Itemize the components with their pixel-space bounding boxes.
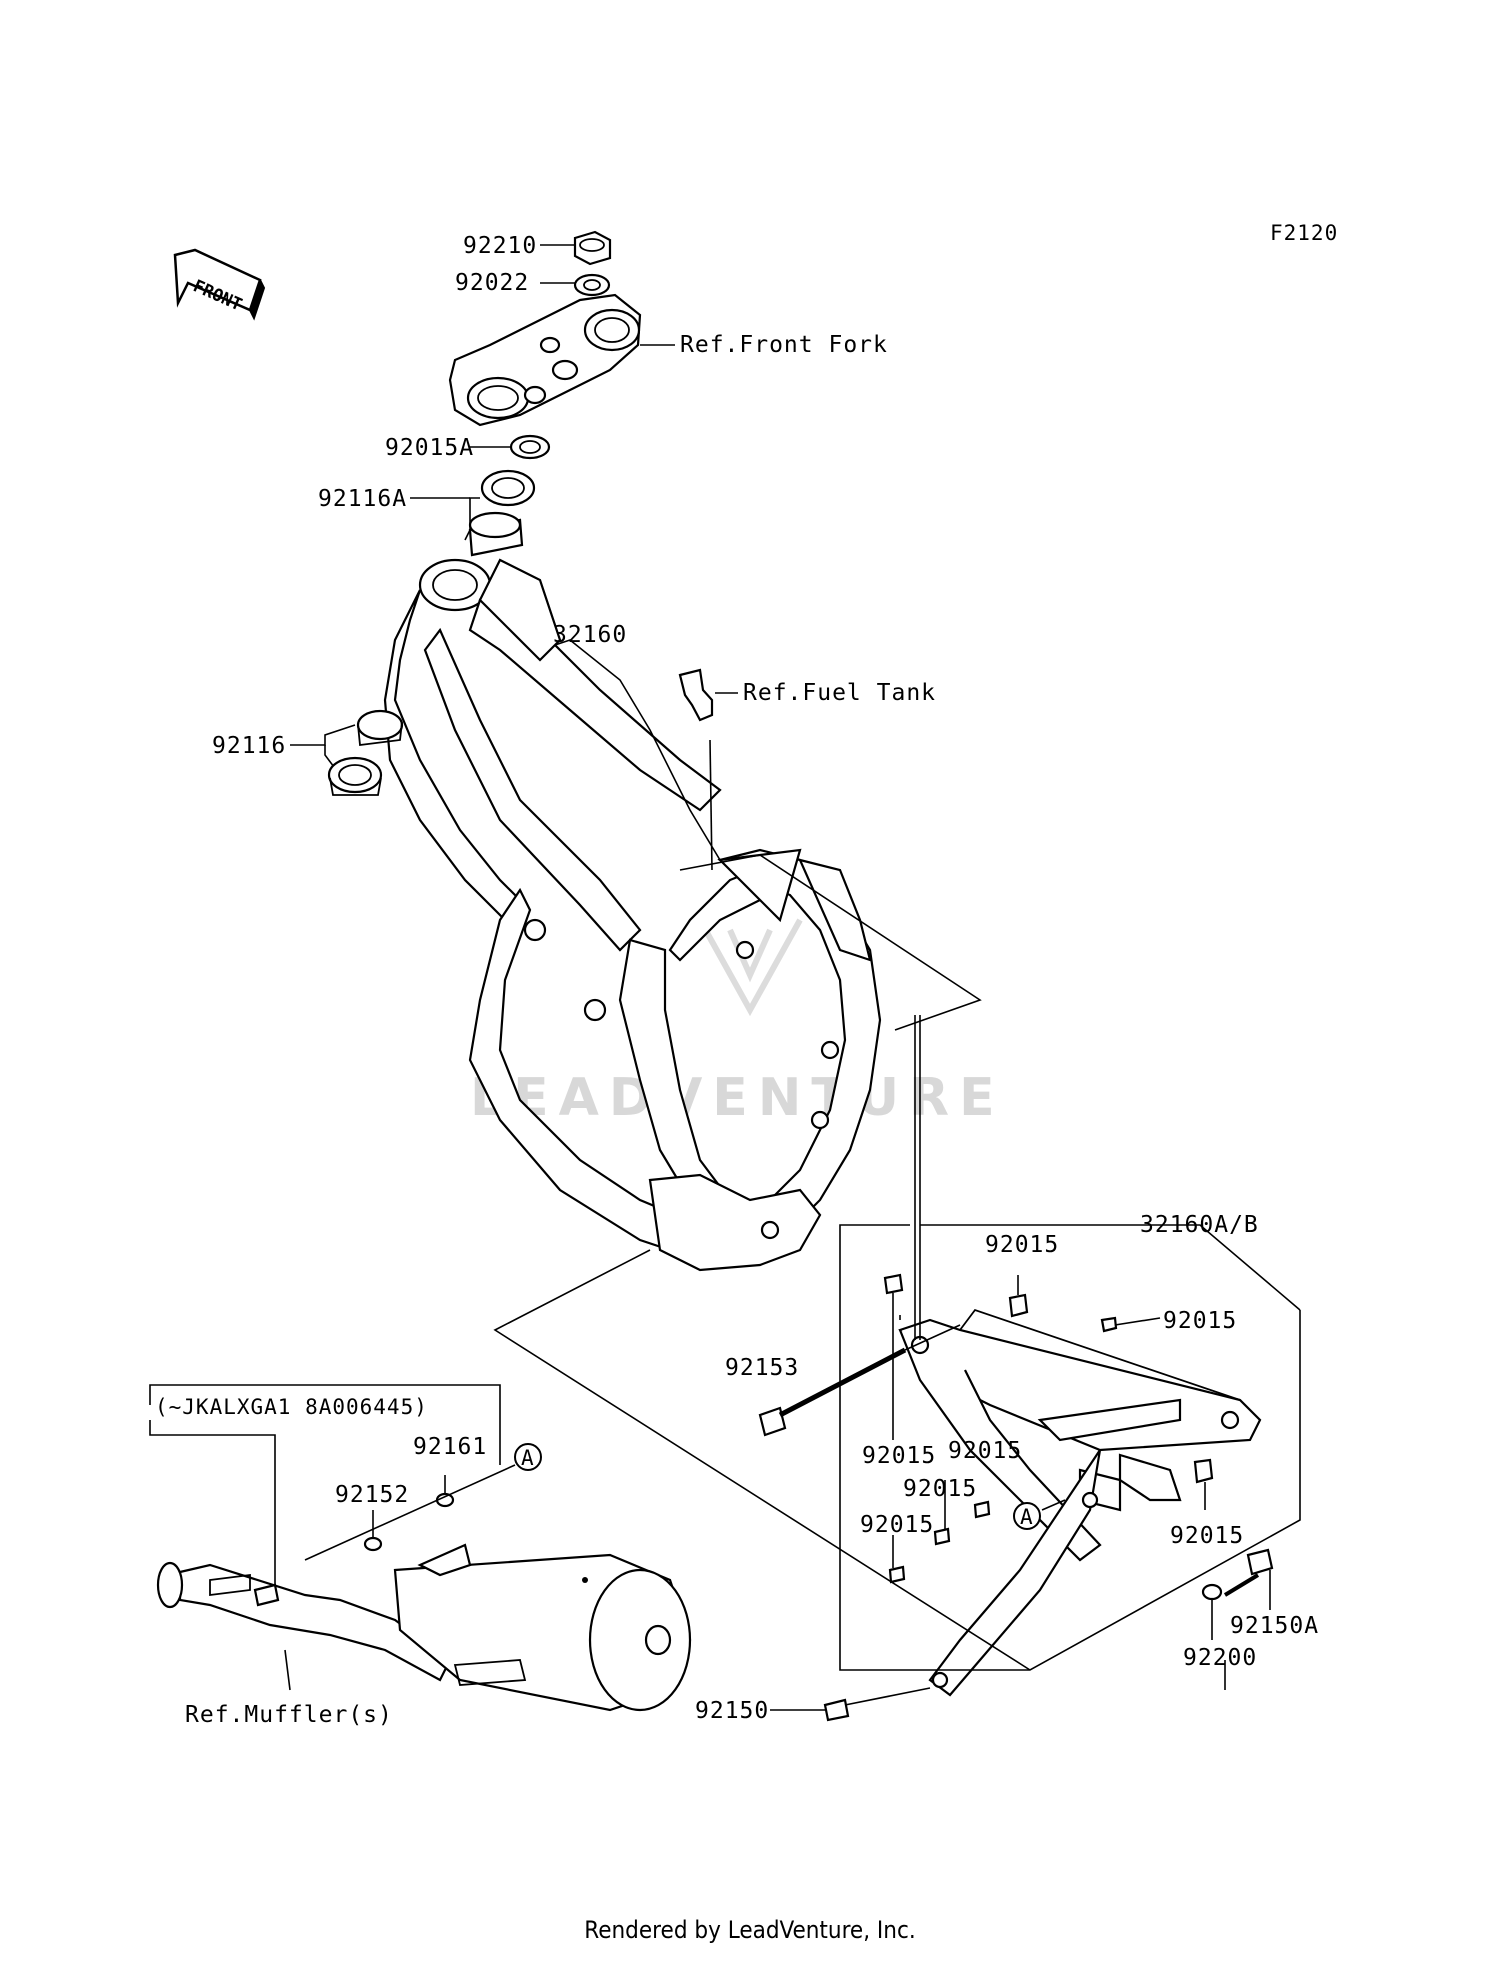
steering-stem-clamp-icon	[448, 293, 642, 427]
bolt-92015-e-icon	[933, 1480, 951, 1546]
serial-note: (~JKALXGA1 8A006445)	[155, 1395, 428, 1419]
label-92153: 92153	[725, 1355, 799, 1381]
label-92015-lower-left: 92015	[860, 1512, 934, 1538]
fuel-tank-bracket-icon	[678, 668, 714, 871]
race-92116A-lower-icon	[468, 511, 524, 557]
bolt-92153-icon	[758, 1324, 961, 1437]
front-arrow-icon: FRONT	[173, 248, 266, 321]
label-92200: 92200	[1183, 1645, 1257, 1671]
label-ref-muffler: Ref.Muffler(s)	[185, 1702, 393, 1728]
diagram-code: F2120	[1270, 221, 1338, 245]
label-92015-right-upper: 92015	[1163, 1308, 1237, 1334]
frame-to-subframe-leader	[493, 1249, 1031, 1671]
label-ref-front-fork: Ref.Front Fork	[680, 332, 888, 358]
bolt-92015-f-icon	[888, 1535, 906, 1584]
label-92150A: 92150A	[1230, 1613, 1319, 1639]
label-32160AB: 32160A/B	[1140, 1212, 1259, 1238]
bolt-92150A-icon	[1223, 1548, 1274, 1597]
callout-a-subframe-label: A	[1020, 1505, 1034, 1529]
bearing-92116-lower-icon	[327, 756, 383, 796]
bearing-92116A-upper-icon	[480, 469, 536, 507]
frame-reference-outline	[679, 854, 982, 1031]
label-92210: 92210	[463, 233, 537, 259]
subframe-32160AB-icon	[898, 1308, 1262, 1697]
bolt-92015-g-icon	[1193, 1458, 1214, 1510]
callout-a-subframe: A	[1013, 1499, 1066, 1530]
label-92015A: 92015A	[385, 435, 474, 461]
watermark-text: LEADVENTURE	[470, 1068, 1005, 1128]
label-92152: 92152	[335, 1482, 409, 1508]
nut-92210-icon	[573, 230, 612, 266]
washer-92200-icon	[1201, 1583, 1223, 1601]
label-leaders	[290, 244, 1271, 1711]
label-92022: 92022	[455, 270, 529, 296]
bearing-92116-upper-icon	[356, 709, 404, 747]
subframe-group-outline	[839, 1015, 1301, 1671]
label-ref-fuel-tank: Ref.Fuel Tank	[743, 680, 936, 706]
label-92116: 92116	[212, 733, 286, 759]
callout-a-muffler-label: A	[521, 1446, 535, 1470]
frame-32160-icon	[383, 558, 882, 1272]
washer-92161-icon	[435, 1475, 455, 1508]
label-92161: 92161	[413, 1434, 487, 1460]
collar-92152-icon	[363, 1510, 383, 1552]
washer-92022-icon	[573, 273, 611, 297]
bolt-92015-d-icon	[973, 1500, 991, 1519]
label-92150: 92150	[695, 1698, 769, 1724]
muffler-mount-leader	[304, 1464, 516, 1561]
bolt-92015-b-icon	[1100, 1316, 1161, 1333]
callout-a-muffler: A	[514, 1443, 542, 1471]
bolt-92015-c-icon	[883, 1273, 904, 1440]
label-92116A: 92116A	[318, 486, 407, 512]
watermark-logo	[697, 918, 803, 1017]
footer-credit: Rendered by LeadVenture, Inc.	[584, 1916, 916, 1944]
label-92015-top: 92015	[985, 1232, 1059, 1258]
bolt-92150-icon	[823, 1687, 931, 1722]
label-92015-mid-low: 92015	[903, 1476, 977, 1502]
label-32160: 32160	[553, 622, 627, 648]
serial-note-box: (~JKALXGA1 8A006445)	[149, 1384, 501, 1590]
seal-92015A-icon	[509, 434, 551, 460]
label-92015-right-lower: 92015	[1170, 1523, 1244, 1549]
bolt-92015-a-icon	[1008, 1275, 1029, 1318]
muffler-icon	[156, 1543, 692, 1712]
label-92015-mid-center: 92015	[948, 1438, 1022, 1464]
label-92015-mid-left: 92015	[862, 1443, 936, 1469]
muffler-leader	[284, 1649, 291, 1691]
